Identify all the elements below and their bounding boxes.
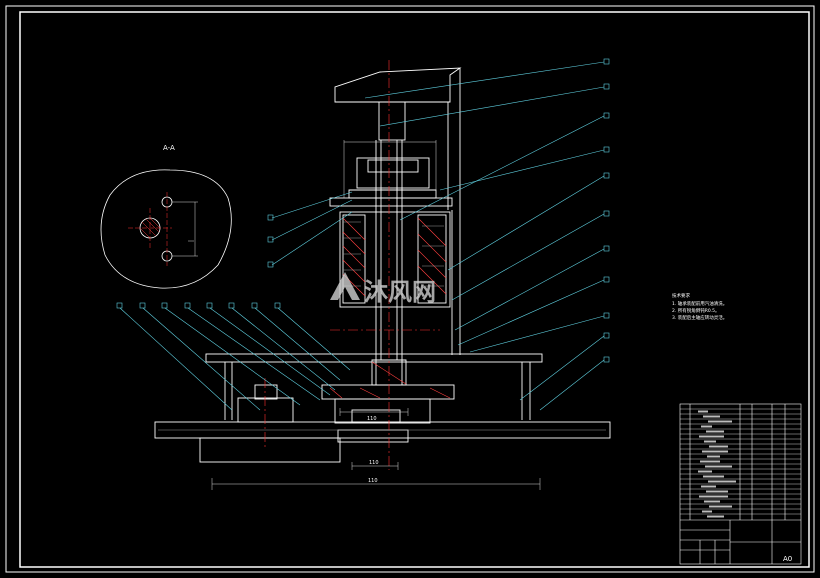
section-label: A-A [163, 144, 175, 152]
parts-list-entry-mark [698, 410, 708, 413]
parts-list-entry-mark [709, 505, 732, 508]
parts-list-entry-mark [698, 470, 712, 473]
title-block-rows [680, 408, 801, 518]
parts-list-entry-mark [703, 415, 720, 418]
centerlines [264, 60, 440, 470]
assembly-main [154, 67, 611, 463]
parts-list-entry-mark [702, 450, 728, 453]
watermark: 沐风网 [330, 272, 436, 306]
notes-line-3: 3. 装配后主轴应转动灵活。 [672, 314, 727, 321]
parts-list-entry-mark [699, 495, 728, 498]
parts-list-entry-mark [699, 435, 724, 438]
watermark-text: 沐风网 [364, 278, 436, 306]
parts-list-entry-mark [706, 430, 724, 433]
dimensions [211, 140, 541, 490]
parts-list-entry-mark [701, 485, 716, 488]
sheet-size-label: A0 [783, 555, 792, 563]
parts-list-entry-mark [704, 500, 720, 503]
parts-list-entry-mark [700, 460, 720, 463]
watermark-logo-icon [330, 272, 360, 300]
parts-list-entry-mark [703, 475, 724, 478]
parts-list-entry-mark [707, 515, 724, 518]
parts-list-entry-mark [702, 510, 712, 513]
dark-hatching [158, 221, 606, 431]
dim-label-2: 110 [369, 460, 379, 466]
parts-list-entry-mark [708, 420, 732, 423]
section-holes [128, 192, 198, 266]
dim-label-3: 110 [368, 478, 378, 484]
parts-list-entry-mark [704, 440, 716, 443]
hatching [329, 217, 451, 399]
parts-list-entry-mark [709, 445, 728, 448]
notes-line-1: 1. 轴承装配前用汽油清洗。 [672, 300, 727, 307]
notes-title: 技术要求 [672, 292, 690, 299]
parts-list-entry-mark [706, 490, 728, 493]
parts-list-entry-mark [707, 455, 720, 458]
inner-border [19, 11, 810, 568]
outer-border [5, 5, 815, 573]
parts-list-entry-mark [701, 425, 712, 428]
dim-label-1: 110 [367, 416, 377, 422]
section-outline [100, 169, 232, 289]
part-balloons [116, 58, 610, 363]
notes-line-2: 2. 所有锐角倒钝R0.5。 [672, 307, 720, 314]
parts-list-entry-mark [705, 465, 732, 468]
parts-list-entry-mark [708, 480, 736, 483]
leader-lines [119, 61, 605, 411]
